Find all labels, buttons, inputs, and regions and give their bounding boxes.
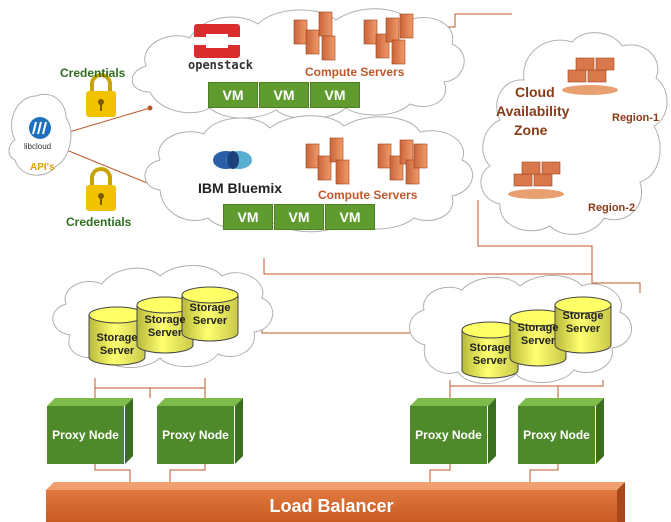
vm-bluemix-3: VM <box>325 204 375 230</box>
storage-server-left-3: Storage Server <box>189 302 231 327</box>
load-balancer-label: Load Balancer <box>269 495 394 516</box>
vm-openstack-3: VM <box>310 82 360 108</box>
vm-openstack-1: VM <box>208 82 258 108</box>
compute-server-group-1 <box>293 11 414 65</box>
bluemix-logo-text: IBM Bluemix <box>198 180 283 196</box>
availability-zone-title-3: Zone <box>514 122 548 138</box>
storage-server-left-2: Storage Server <box>144 314 186 339</box>
storage-server-right-3: Storage Server <box>562 310 604 335</box>
vm-bluemix-2: VM <box>274 204 324 230</box>
libcloud-logo-text: libcloud <box>24 142 52 151</box>
compute-servers-label-2: Compute Servers <box>318 188 418 202</box>
proxy-node-3: Proxy Node <box>410 406 487 464</box>
proxy-node-1: Proxy Node <box>47 406 124 464</box>
availability-zone-title-1: Cloud <box>515 84 555 100</box>
storage-server-left-1: Storage Server <box>96 332 138 357</box>
vm-openstack-2: VM <box>259 82 309 108</box>
bluemix-logo <box>213 151 252 169</box>
padlock-icons <box>86 73 116 211</box>
proxy-node-4: Proxy Node <box>518 406 595 464</box>
storage-cylinders <box>88 286 612 379</box>
region-1-servers <box>562 57 618 95</box>
availability-zone-title-2: Availability <box>496 103 570 119</box>
proxy-node-boxes <box>47 398 604 464</box>
availability-zone-cloud <box>480 32 668 235</box>
storage-server-right-2: Storage Server <box>517 322 559 347</box>
load-balancer-bar <box>46 482 625 522</box>
region-2-servers <box>508 161 564 199</box>
openstack-logo <box>194 24 240 58</box>
compute-servers-label-1: Compute Servers <box>305 65 405 79</box>
vm-bluemix-1: VM <box>223 204 273 230</box>
proxy-node-2: Proxy Node <box>157 406 234 464</box>
apis-label: API's <box>30 162 55 173</box>
credentials-label-top: Credentials <box>60 66 126 80</box>
credentials-label-bottom: Credentials <box>66 215 132 229</box>
region-2-label: Region-2 <box>588 202 636 214</box>
openstack-logo-text: openstack <box>188 58 254 72</box>
compute-server-group-2 <box>305 137 428 185</box>
region-1-label: Region-1 <box>612 112 660 124</box>
storage-server-right-1: Storage Server <box>469 342 511 367</box>
libcloud-node <box>8 93 72 176</box>
